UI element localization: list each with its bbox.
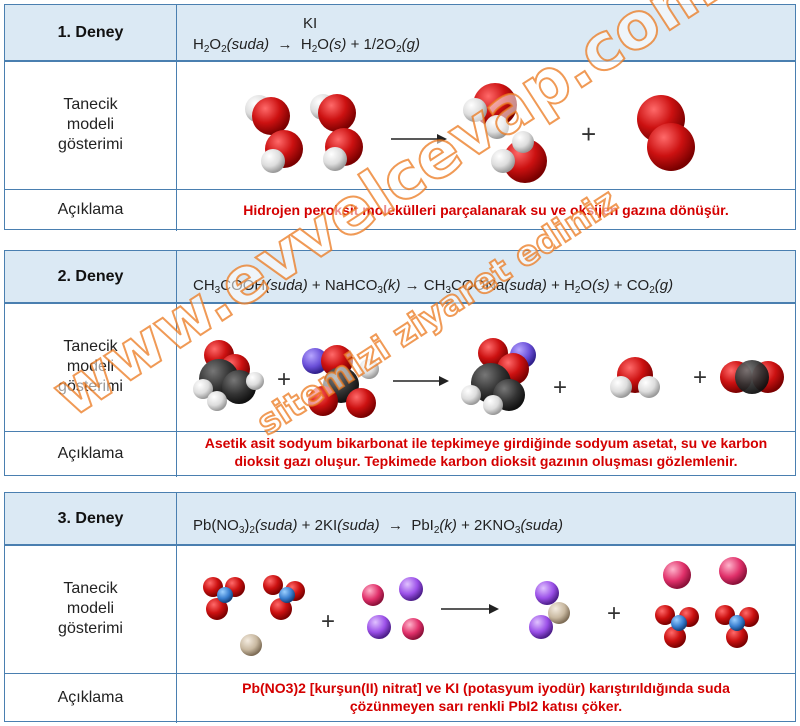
plus-sign: + (553, 374, 567, 401)
lead-nitrate-compound (203, 575, 305, 656)
experiment-1-equation-cell: H2O2(suda) → H2O(s) + 1/2O2(g) KI (177, 5, 795, 61)
reaction-arrow (391, 134, 447, 144)
h2o2-molecule (245, 95, 303, 173)
experiment-1-description-label: Açıklama (5, 189, 177, 231)
nitrate-ion (203, 577, 245, 620)
experiment-3-model-label: Tanecik modeli gösterimi (5, 545, 177, 673)
potassium-iodide-compound (362, 577, 424, 640)
sodium-bicarbonate-molecule (302, 345, 379, 418)
carbon-dioxide-molecule (720, 360, 784, 394)
sodium-acetate-molecule (461, 338, 536, 415)
nitrate-ion (715, 605, 759, 648)
experiment-1-model-label: Tanecik modeli gösterimi (5, 61, 177, 189)
experiment-3-model-cell: + + (177, 545, 795, 673)
reaction-arrow (393, 376, 449, 386)
experiment-3-particle-model: + + (203, 557, 759, 656)
plus-sign: + (321, 608, 335, 635)
experiment-1-header (5, 5, 795, 61)
experiment-2-header (5, 251, 795, 303)
oxygen-molecule (637, 95, 695, 171)
experiment-2-equation: CH3COOH(suda) + NaHCO3(k) → CH3COONa(sud… (193, 277, 674, 296)
experiment-2-model-cell: + (177, 303, 795, 431)
h2o2-molecule (310, 94, 363, 171)
experiment-1-description-cell: Hidrojen peroksit molekülleri parçalanar… (177, 189, 795, 231)
experiment-1-title: 1. Deney (5, 5, 177, 61)
experiment-3-table: 3. Deney Pb(NO3)2(suda) + 2KI(suda) → Pb… (4, 492, 796, 723)
experiment-3-equation: Pb(NO3)2(suda) + 2KI(suda) → PbI2(k) + 2… (193, 517, 563, 536)
experiment-1-table: 1. Deney H2O2(suda) → H2O(s) + 1/2O2(g) … (4, 4, 796, 231)
experiment-2-description: Asetik asit sodyum bikarbonat ile tepkim… (204, 435, 768, 469)
experiment-1-equation: H2O2(suda) → H2O(s) + 1/2O2(g) (193, 36, 420, 55)
experiment-1-catalyst: KI (303, 15, 318, 32)
experiment-3-header (5, 493, 795, 545)
experiment-3-equation-cell: Pb(NO3)2(suda) + 2KI(suda) → PbI2(k) + 2… (177, 493, 795, 545)
experiment-2-equation-cell: CH3COOH(suda) + NaHCO3(k) → CH3COONa(sud… (177, 251, 795, 303)
experiment-2-description-label: Açıklama (5, 431, 177, 477)
experiment-2-table: 2. Deney CH3COOH(suda) + NaHCO3(k) → CH3… (4, 250, 796, 477)
experiment-2-title: 2. Deney (5, 251, 177, 303)
nitrate-ion (263, 575, 305, 620)
experiment-2-description-cell: Asetik asit sodyum bikarbonat ile tepkim… (177, 431, 795, 477)
experiment-1-description: Hidrojen peroksit molekülleri parçalanar… (243, 202, 729, 218)
nitrate-ion (655, 605, 699, 648)
lead-iodide-compound (529, 581, 570, 639)
experiment-1-model-cell: + (177, 61, 795, 189)
potassium-nitrate-compound (655, 557, 759, 648)
experiment-3-description-label: Açıklama (5, 673, 177, 723)
experiment-1-particle-model: + (245, 83, 695, 183)
plus-sign: + (581, 119, 596, 149)
water-molecule (491, 131, 547, 183)
plus-sign: + (693, 364, 707, 391)
water-molecule (463, 83, 517, 139)
experiment-3-title: 3. Deney (5, 493, 177, 545)
lead-ion (240, 634, 262, 656)
experiment-2-particle-model: + (193, 338, 784, 418)
plus-sign: + (607, 600, 621, 627)
water-molecule (610, 357, 660, 398)
plus-sign: + (277, 366, 291, 393)
acetic-acid-molecule (193, 340, 264, 411)
experiment-3-description: Pb(NO3)2 [kurşun(II) nitrat] ve KI (pota… (242, 680, 730, 714)
reaction-arrow (441, 604, 499, 614)
experiment-2-model-label: Tanecik modeli gösterimi (5, 303, 177, 431)
experiment-3-description-cell: Pb(NO3)2 [kurşun(II) nitrat] ve KI (pota… (177, 673, 795, 723)
